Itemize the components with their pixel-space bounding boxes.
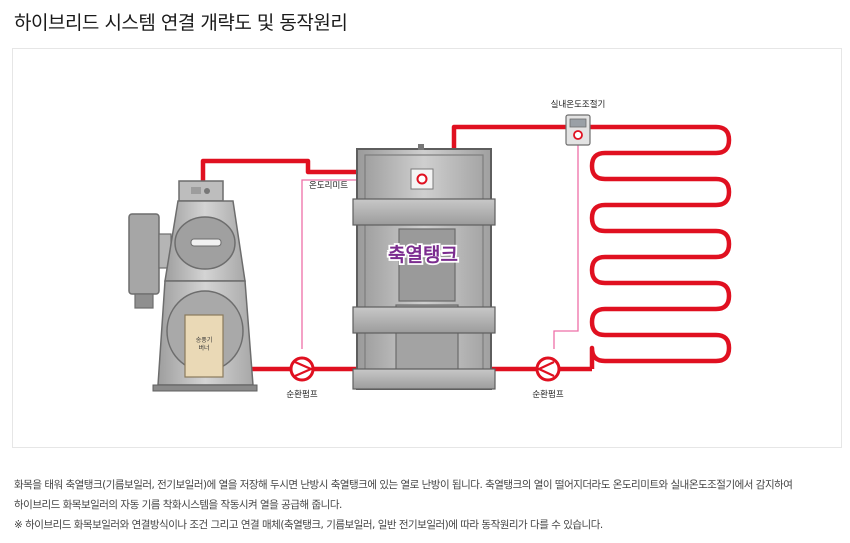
burner-label-line1: 송풍기 xyxy=(196,336,213,344)
hybrid-wood-boiler: 송풍기 버너 xyxy=(128,180,258,392)
pump-right-label: 순환펌프 xyxy=(532,389,563,400)
wire-thermostat xyxy=(553,144,579,349)
temp-limit-label: 온도리미트 xyxy=(309,181,348,191)
pipe-network xyxy=(200,124,732,372)
tank-label: 축열탱크 xyxy=(388,244,458,266)
pipe-boiler-to-tank xyxy=(200,158,357,189)
burner-label-line2: 버너 xyxy=(198,344,209,352)
page-title: 하이브리드 시스템 연결 개략도 및 동작원리 xyxy=(14,12,348,34)
description-note: ※ 하이브리드 화목보일러와 연결방식이나 조건 그리고 연결 매체(축열탱크,… xyxy=(14,519,603,531)
temp-limit-indicator xyxy=(416,173,428,185)
description-line-2: 하이브리드 화목보일러의 자동 기름 착화시스템을 작동시켜 열을 공급해 줍니… xyxy=(14,499,342,511)
thermostat-indicator xyxy=(573,130,583,140)
storage-tank: 축열탱크 xyxy=(352,144,496,390)
blower-burner-box xyxy=(184,314,224,378)
description-line-1: 화목을 태워 축열탱크(기름보일러, 전기보일러)에 열을 저장해 두시면 난방… xyxy=(14,479,793,491)
system-diagram: 송풍기 버너 축열탱크 온도리미트 xyxy=(12,48,842,448)
room-thermostat xyxy=(565,114,591,146)
circulation-pump-left xyxy=(289,356,315,382)
pipe-tank-to-floor xyxy=(451,124,732,369)
circulation-pump-right xyxy=(535,356,561,382)
pump-left-label: 순환펌프 xyxy=(286,389,317,400)
thermostat-label: 실내온도조절기 xyxy=(551,99,606,110)
